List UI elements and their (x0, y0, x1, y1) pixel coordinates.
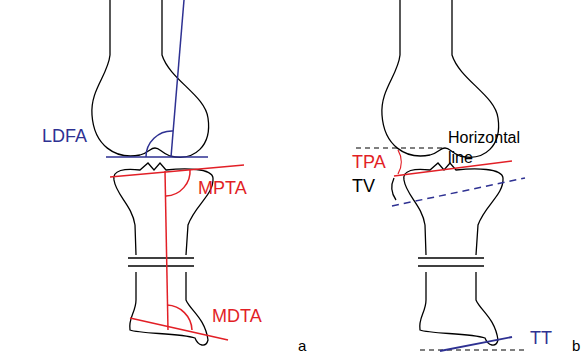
tibial-plateau-line (110, 165, 244, 177)
horizontal-line (356, 147, 444, 148)
tibial-vertical-line (392, 178, 525, 206)
knee-joint-line (106, 156, 208, 158)
horizontal-line (420, 349, 528, 350)
angle-arc (167, 305, 192, 330)
angle-arc (166, 169, 190, 196)
angle-label: TV (352, 176, 375, 196)
bone-outline (382, 0, 503, 345)
angle-label: LDFA (42, 126, 87, 146)
angle-label: MDTA (212, 306, 262, 326)
angle-arc (398, 150, 401, 174)
axis-label: Horizontal line (448, 128, 534, 168)
angle-arc (392, 178, 396, 200)
tibia-axis (165, 171, 168, 330)
ankle-line (440, 337, 512, 351)
panel-letter: b (572, 336, 580, 356)
panel-letter: a (298, 336, 306, 356)
femur-axis (171, 0, 184, 157)
angle-label: TT (530, 328, 552, 348)
angle-label: MPTA (198, 178, 247, 198)
angle-arc (146, 131, 173, 157)
angle-label: TPA (352, 152, 386, 172)
